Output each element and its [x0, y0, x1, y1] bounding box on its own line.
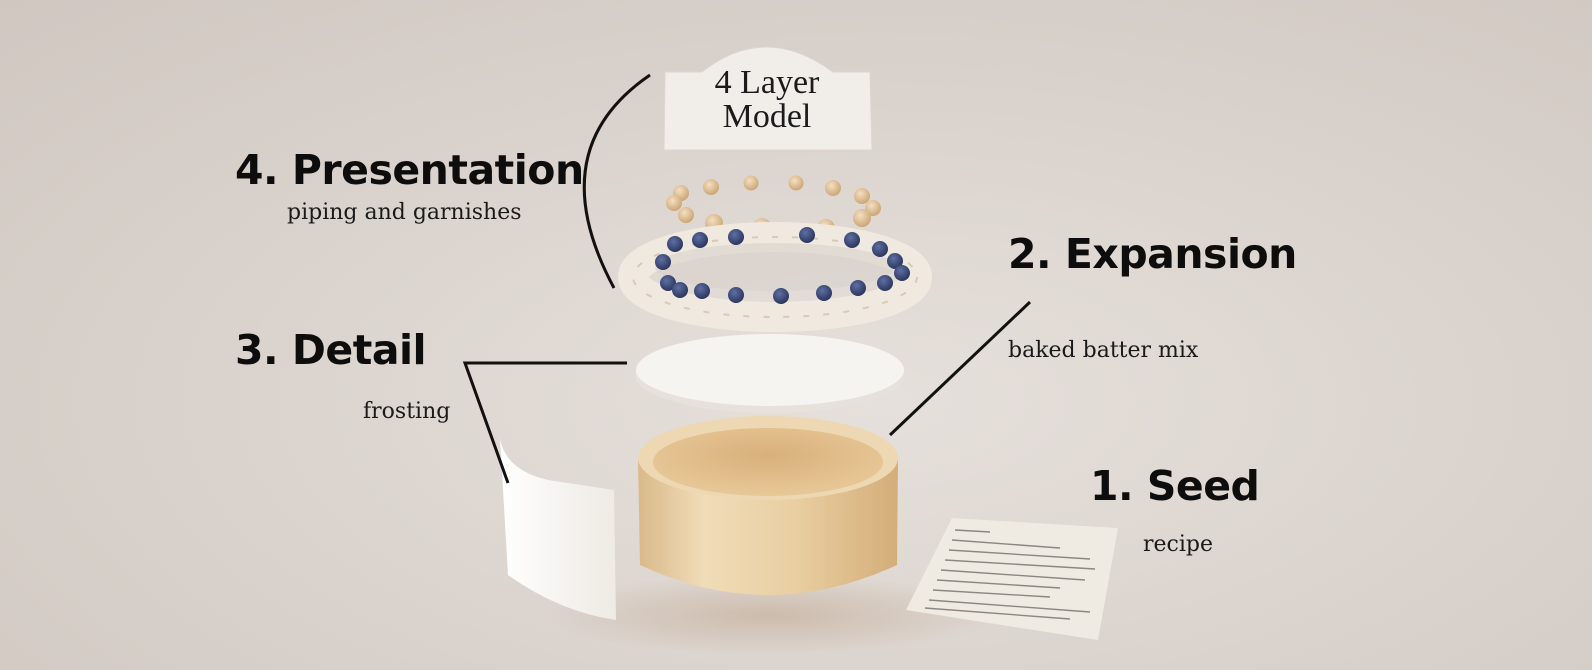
title-sign-line2: Model	[722, 98, 812, 135]
title-sign	[663, 46, 873, 151]
leader-line-expansion	[888, 300, 1032, 437]
title-sign-line1: 4 Layer	[714, 64, 820, 101]
layer-heading-presentation: 4. Presentation	[235, 146, 584, 194]
recipe-card	[906, 518, 1118, 640]
layer-description-detail: frosting	[363, 399, 451, 424]
leader-lines	[462, 73, 1032, 484]
layer-description-presentation: piping and garnishes	[287, 200, 522, 225]
layer-heading-detail: 3. Detail	[235, 326, 427, 374]
frosting-disc	[635, 334, 905, 413]
piping-ring	[618, 222, 932, 332]
layer-description-expansion: baked batter mix	[1008, 338, 1199, 363]
frosting-wrap	[500, 438, 616, 620]
layer-heading-seed: 1. Seed	[1090, 462, 1260, 510]
cake-base	[638, 416, 898, 595]
leader-line-presentation	[582, 73, 651, 289]
layer-heading-expansion: 2. Expansion	[1008, 230, 1297, 278]
leader-line-detail	[462, 361, 627, 484]
layer-description-seed: recipe	[1143, 532, 1213, 557]
